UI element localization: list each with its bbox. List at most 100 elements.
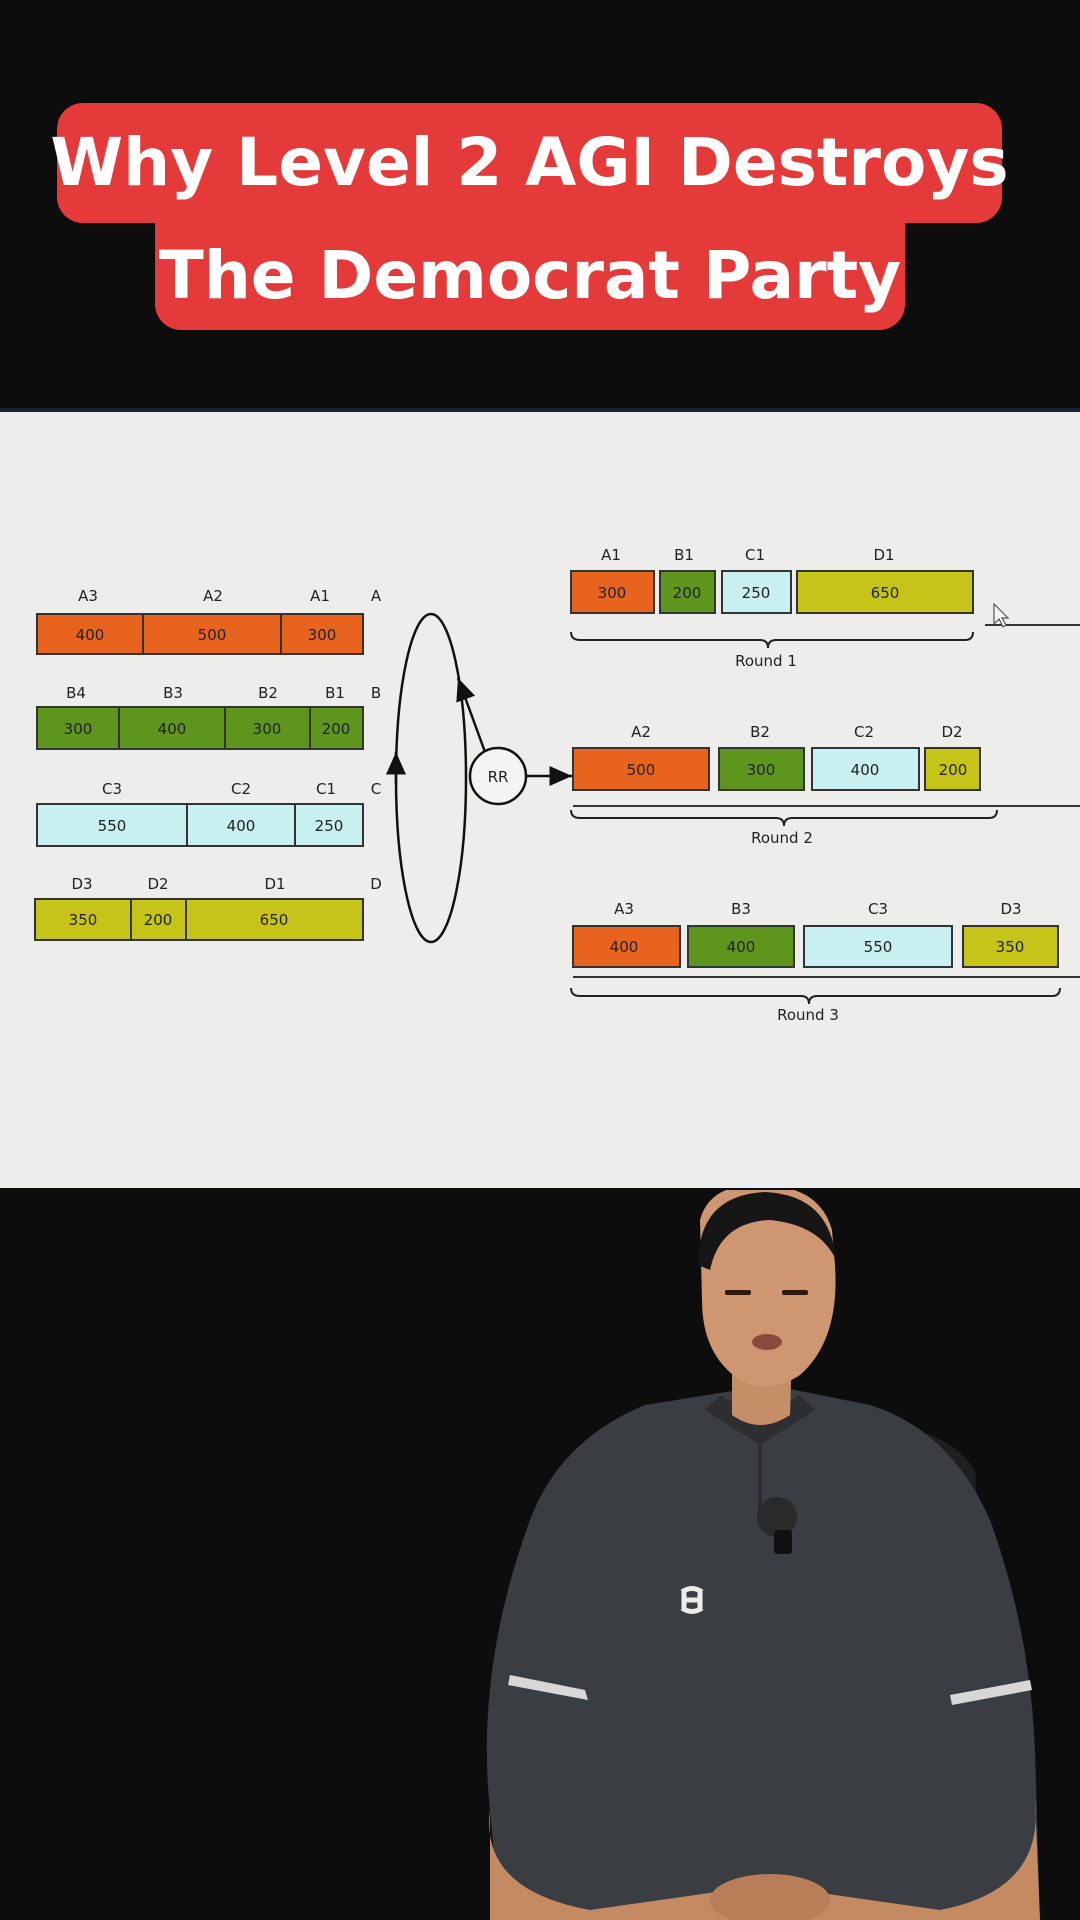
queue-a-name: A <box>371 587 382 605</box>
round-3: A3 B3 C3 D3 400 400 550 350 Round 3 <box>570 900 1080 1024</box>
round-1-cell-value: 300 <box>598 584 627 602</box>
round-3-cell <box>687 925 795 968</box>
queue-a-cell-value: 300 <box>308 626 337 644</box>
queue-d-cell <box>130 898 187 941</box>
queue-a-cell <box>36 613 144 655</box>
rr-scheduler-label: RR <box>488 768 509 786</box>
queue-a-cell-value: 400 <box>76 626 105 644</box>
round-1: A1 B1 C1 D1 300 200 250 650 Round 1 <box>570 546 1080 670</box>
round-1-cell-value: 250 <box>742 584 771 602</box>
sleeve-stripe <box>950 1680 1032 1705</box>
queue-b-cell <box>118 706 226 750</box>
round-2-brace <box>570 809 998 827</box>
round-3-cell-value: 400 <box>727 938 756 956</box>
round-3-cell <box>572 925 681 968</box>
round-3-cell <box>803 925 953 968</box>
presenter-face <box>700 1190 836 1387</box>
queue-d-cell-value: 650 <box>260 911 289 929</box>
presenter-eye <box>725 1290 751 1295</box>
presenter-hair <box>698 1192 836 1270</box>
round-2-cell-label: B2 <box>750 723 770 741</box>
presenter-mouth <box>752 1334 782 1350</box>
round-3-cell-label: B3 <box>731 900 751 918</box>
caption-line-1: Why Level 2 AGI Destroys <box>50 103 1009 223</box>
queue-c-cell-value: 400 <box>227 817 256 835</box>
queue-b: B4 B3 B2 B1 B 300 400 300 200 <box>36 684 381 750</box>
slide-background <box>0 412 1080 1188</box>
rotation-ellipse <box>394 612 468 944</box>
queue-d-cell-label: D2 <box>147 875 168 893</box>
round-2-cell <box>718 747 805 791</box>
round-2: A2 B2 C2 D2 500 300 400 200 Round 2 <box>570 723 1080 847</box>
slide-top-edge <box>0 408 1080 412</box>
queue-b-cell-label: B3 <box>163 684 183 702</box>
round-2-cell-value: 500 <box>627 761 656 779</box>
mouse-cursor-icon <box>993 602 1010 628</box>
presenter-shirt <box>486 1385 1040 1920</box>
queue-c-cell <box>36 803 188 847</box>
round-2-cell <box>924 747 981 791</box>
queue-b-name: B <box>371 684 381 702</box>
round-1-cell-value: 200 <box>673 584 702 602</box>
presenter-video <box>486 1190 1040 1920</box>
queue-c: C3 C2 C1 C 550 400 250 <box>36 780 381 847</box>
queue-a-cell <box>280 613 364 655</box>
round-1-cell-label: B1 <box>674 546 694 564</box>
queue-c-cell-value: 550 <box>98 817 127 835</box>
round-1-cell <box>659 570 716 614</box>
queue-b-cell <box>309 706 364 750</box>
queue-d: D3 D2 D1 D 350 200 650 <box>34 875 382 941</box>
round-1-brace <box>570 631 974 649</box>
round-2-cell <box>572 747 710 791</box>
queue-b-cell <box>224 706 311 750</box>
queue-d-name: D <box>370 875 382 893</box>
scheduler-pointer-arrow <box>456 677 487 753</box>
queue-c-cell <box>186 803 296 847</box>
round-2-cell-value: 400 <box>851 761 880 779</box>
round-3-cell <box>962 925 1059 968</box>
queue-c-cell-label: C3 <box>102 780 122 798</box>
queue-c-cell-label: C2 <box>231 780 251 798</box>
queue-d-cell-label: D3 <box>71 875 92 893</box>
queue-a-cell-label: A3 <box>78 587 98 605</box>
round-3-cell-label: A3 <box>614 900 634 918</box>
sleeve-stripe <box>508 1675 588 1700</box>
queue-d-cell-value: 350 <box>69 911 98 929</box>
brand-logo-icon <box>680 1586 704 1614</box>
presenter-eye <box>782 1290 808 1295</box>
round-2-cell-label: D2 <box>941 723 962 741</box>
queue-d-cell-value: 200 <box>144 911 173 929</box>
round-1-cell-label: D1 <box>873 546 894 564</box>
round-1-cell-value: 650 <box>871 584 900 602</box>
round-robin-diagram: A3 A2 A1 A 400 500 300 B4 B3 B2 B1 B 300… <box>34 546 1080 1024</box>
mic-clip <box>774 1530 792 1554</box>
round-1-cell <box>570 570 655 614</box>
round-1-label: Round 1 <box>735 652 797 670</box>
caption-line-2: The Democrat Party <box>155 222 905 330</box>
queue-b-cell-value: 400 <box>158 720 187 738</box>
lavalier-mic-icon <box>757 1497 797 1537</box>
rr-scheduler-circle <box>468 746 528 806</box>
round-1-cell-label: C1 <box>745 546 765 564</box>
queue-a: A3 A2 A1 A 400 500 300 <box>36 587 382 655</box>
round-3-cell-value: 400 <box>610 938 639 956</box>
queue-c-cell-label: C1 <box>316 780 336 798</box>
queue-d-cell <box>34 898 132 941</box>
round-2-cell-label: C2 <box>854 723 874 741</box>
queue-c-name: C <box>371 780 381 798</box>
queue-b-cell-label: B4 <box>66 684 86 702</box>
round-1-cell <box>796 570 974 614</box>
presenter-hands <box>710 1874 830 1920</box>
queue-a-cell-label: A2 <box>203 587 223 605</box>
round-3-cell-value: 350 <box>996 938 1025 956</box>
round-3-brace <box>570 987 1061 1005</box>
round-3-cell-label: D3 <box>1000 900 1021 918</box>
round-2-cell <box>811 747 920 791</box>
queue-a-cell-label: A1 <box>310 587 330 605</box>
queue-a-cell-value: 500 <box>198 626 227 644</box>
queue-d-cell <box>185 898 364 941</box>
round-3-cell-label: C3 <box>868 900 888 918</box>
round-1-cell-label: A1 <box>601 546 621 564</box>
queue-c-cell-value: 250 <box>315 817 344 835</box>
round-2-cell-value: 200 <box>939 761 968 779</box>
